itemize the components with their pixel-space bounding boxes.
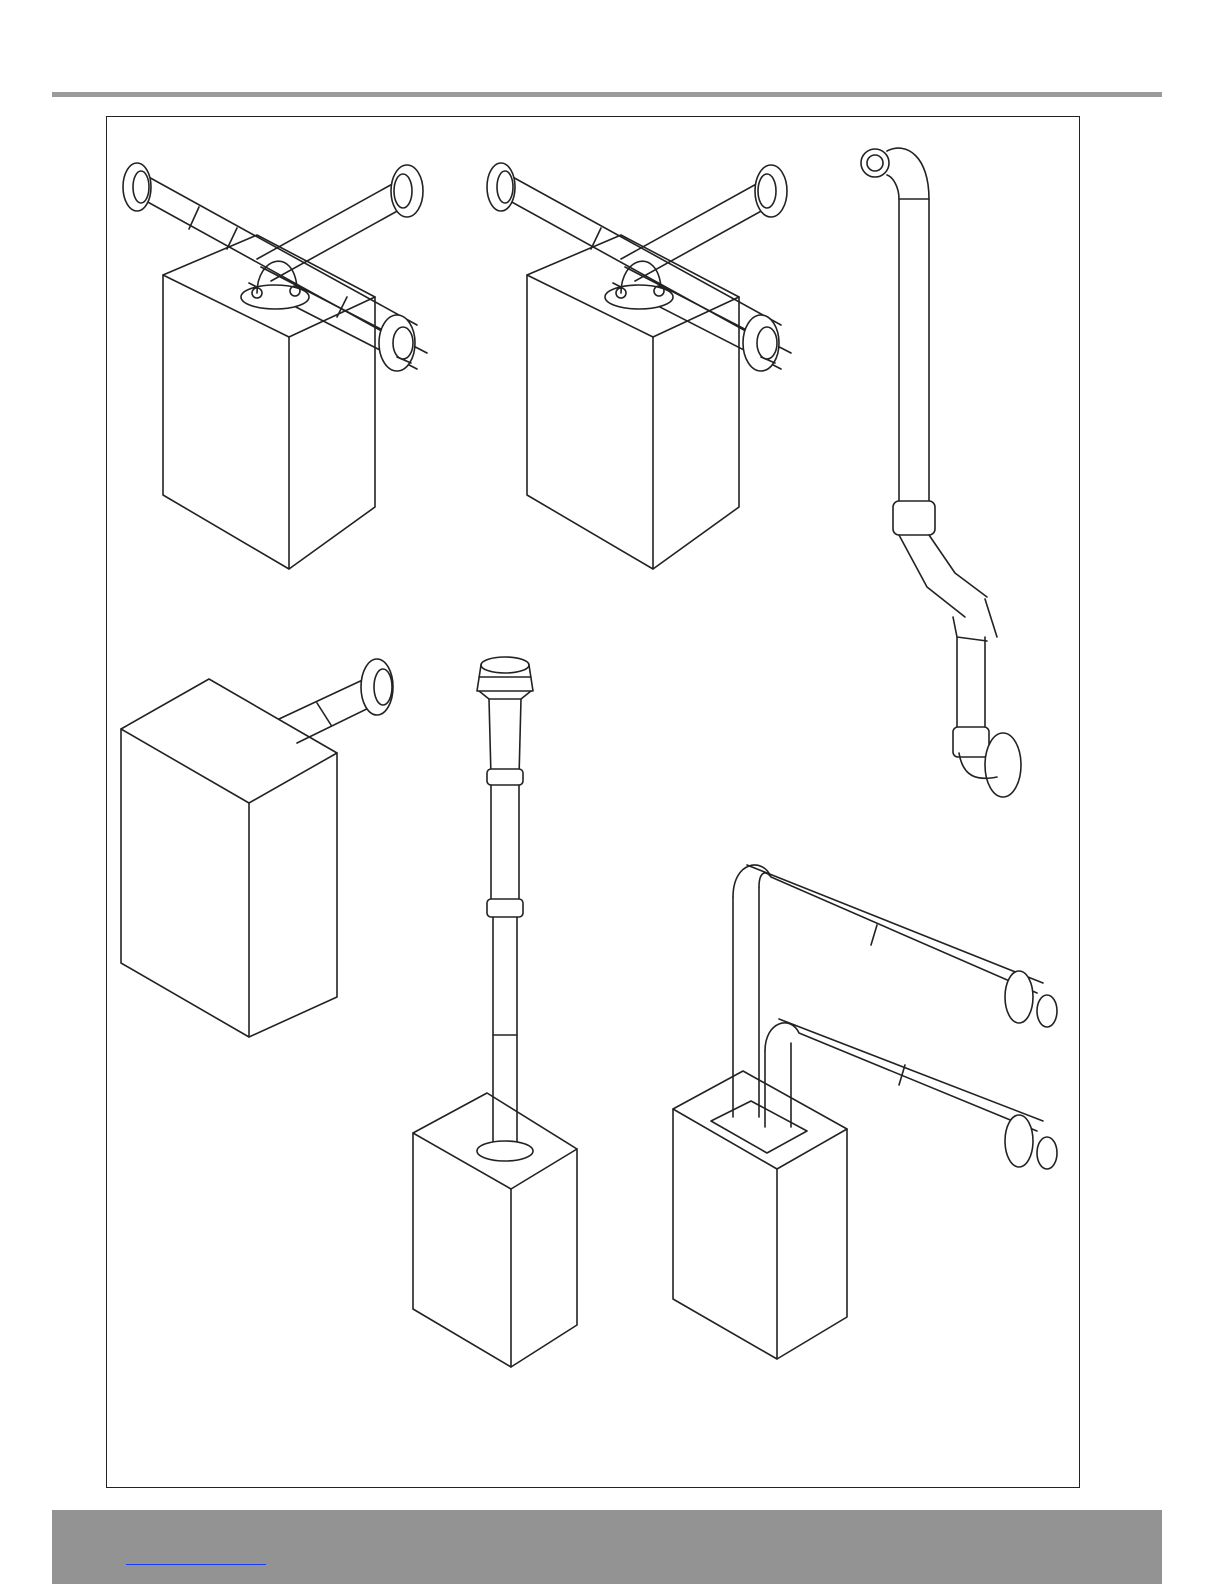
boiler-figure-e (413, 657, 577, 1367)
boiler-case (413, 1093, 577, 1367)
boiler-figure-b (487, 163, 791, 569)
boiler-figure-d (121, 659, 393, 1037)
terminal-caps (361, 659, 393, 715)
header-rule (52, 92, 1162, 97)
boiler-figure-f (673, 865, 1057, 1359)
terminal-caps (477, 657, 533, 699)
terminal-caps (1005, 971, 1057, 1169)
footer-link[interactable] (126, 1538, 266, 1565)
figure-frame (106, 116, 1080, 1488)
boiler-case (121, 679, 337, 1037)
flue-pipe-straight (893, 199, 997, 757)
footer-bar (52, 1510, 1162, 1584)
terminal-caps (861, 148, 1021, 797)
boiler-figure-a (123, 163, 427, 569)
flue-pipe-straight (477, 699, 533, 1161)
flue-figure-c (861, 148, 1021, 797)
boiler-case (673, 1071, 847, 1359)
